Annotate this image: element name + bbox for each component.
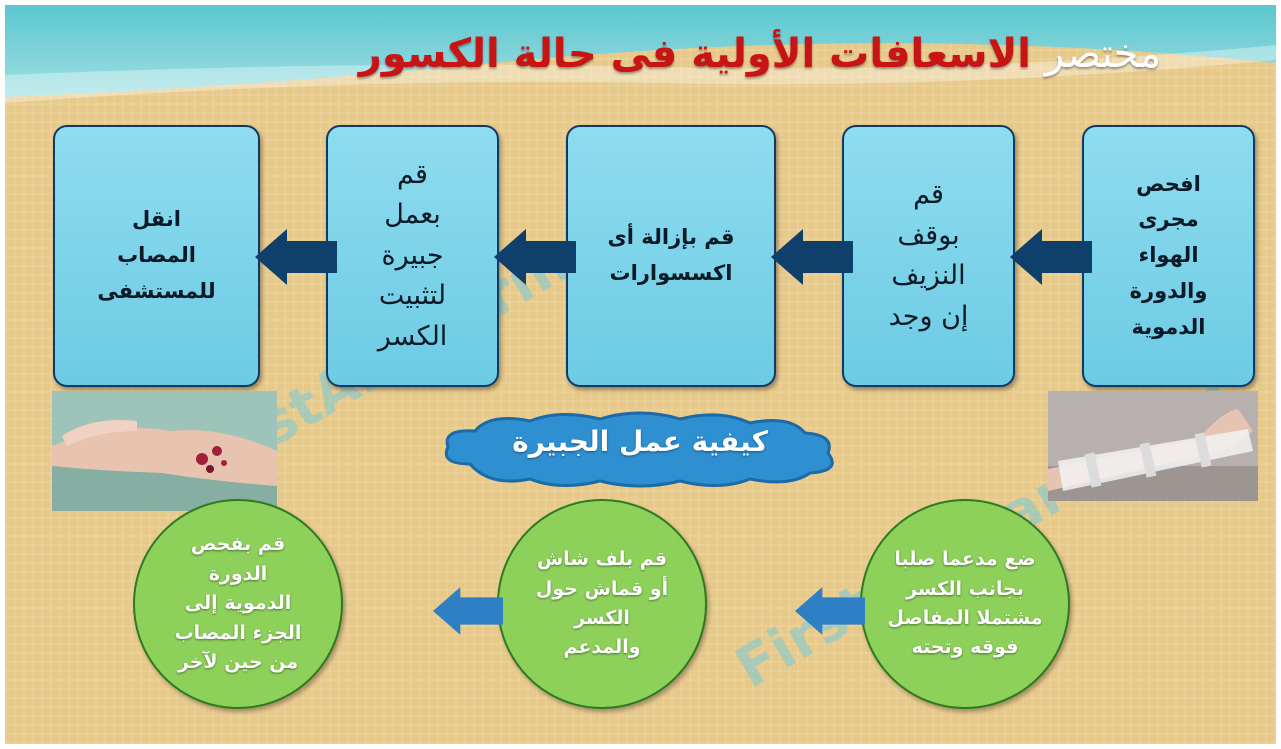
arrow-left-icon <box>255 229 337 285</box>
title-banner <box>5 5 1276 103</box>
arrow-left-icon <box>1010 229 1092 285</box>
step-box-3: قم بإزالة أى اكسسوارات <box>566 125 776 387</box>
step-box-1: افحص مجرى الهواء والدورة الدموية <box>1082 125 1255 387</box>
step-box-5: انقل المصاب للمستشفى <box>53 125 260 387</box>
arrow-left-icon <box>433 587 503 635</box>
title-red: الاسعافات الأولية فى حالة الكسور <box>358 31 1031 77</box>
arrow-left-icon <box>494 229 576 285</box>
step-text: قم بعمل جبيرة لتثبيت الكسر <box>377 158 448 352</box>
page-title: مختصر الاسعافات الأولية فى حالة الكسور <box>359 31 1161 77</box>
splint-step-circle-2: قم بلف شاش أو قماش حول الكسر والمدعم <box>497 499 707 709</box>
step-box-4: قم بعمل جبيرة لتثبيت الكسر <box>326 125 499 387</box>
cloud-text: كيفية عمل الجبيرة <box>512 425 768 458</box>
splinted-leg-photo <box>1048 391 1258 501</box>
arrow-left-icon <box>795 587 865 635</box>
splint-step-text: قم بلف شاش أو قماش حول الكسر والمدعم <box>535 548 669 659</box>
slide: مختصر الاسعافات الأولية فى حالة الكسور F… <box>5 5 1276 744</box>
step-box-2: قم بوقف النزيف إن وجد <box>842 125 1015 387</box>
step-text: افحص مجرى الهواء والدورة الدموية <box>1129 171 1208 339</box>
step-text: قم بوقف النزيف إن وجد <box>888 179 969 332</box>
splint-step-text: ضع مدعما صلبا بجانب الكسر مشتملا المفاصل… <box>887 548 1043 659</box>
step-text: انقل المصاب للمستشفى <box>97 207 216 303</box>
splint-step-text: قم بفحص الدورة الدموية إلى الجزء المصاب … <box>174 533 302 674</box>
splint-step-circle-3: قم بفحص الدورة الدموية إلى الجزء المصاب … <box>133 499 343 709</box>
arrow-left-icon <box>771 229 853 285</box>
step-text: قم بإزالة أى اكسسوارات <box>607 225 735 285</box>
title-light: مختصر <box>1044 31 1161 77</box>
splint-step-circle-1: ضع مدعما صلبا بجانب الكسر مشتملا المفاصل… <box>860 499 1070 709</box>
cloud-shape <box>444 411 834 488</box>
injured-hand-photo <box>52 391 277 511</box>
